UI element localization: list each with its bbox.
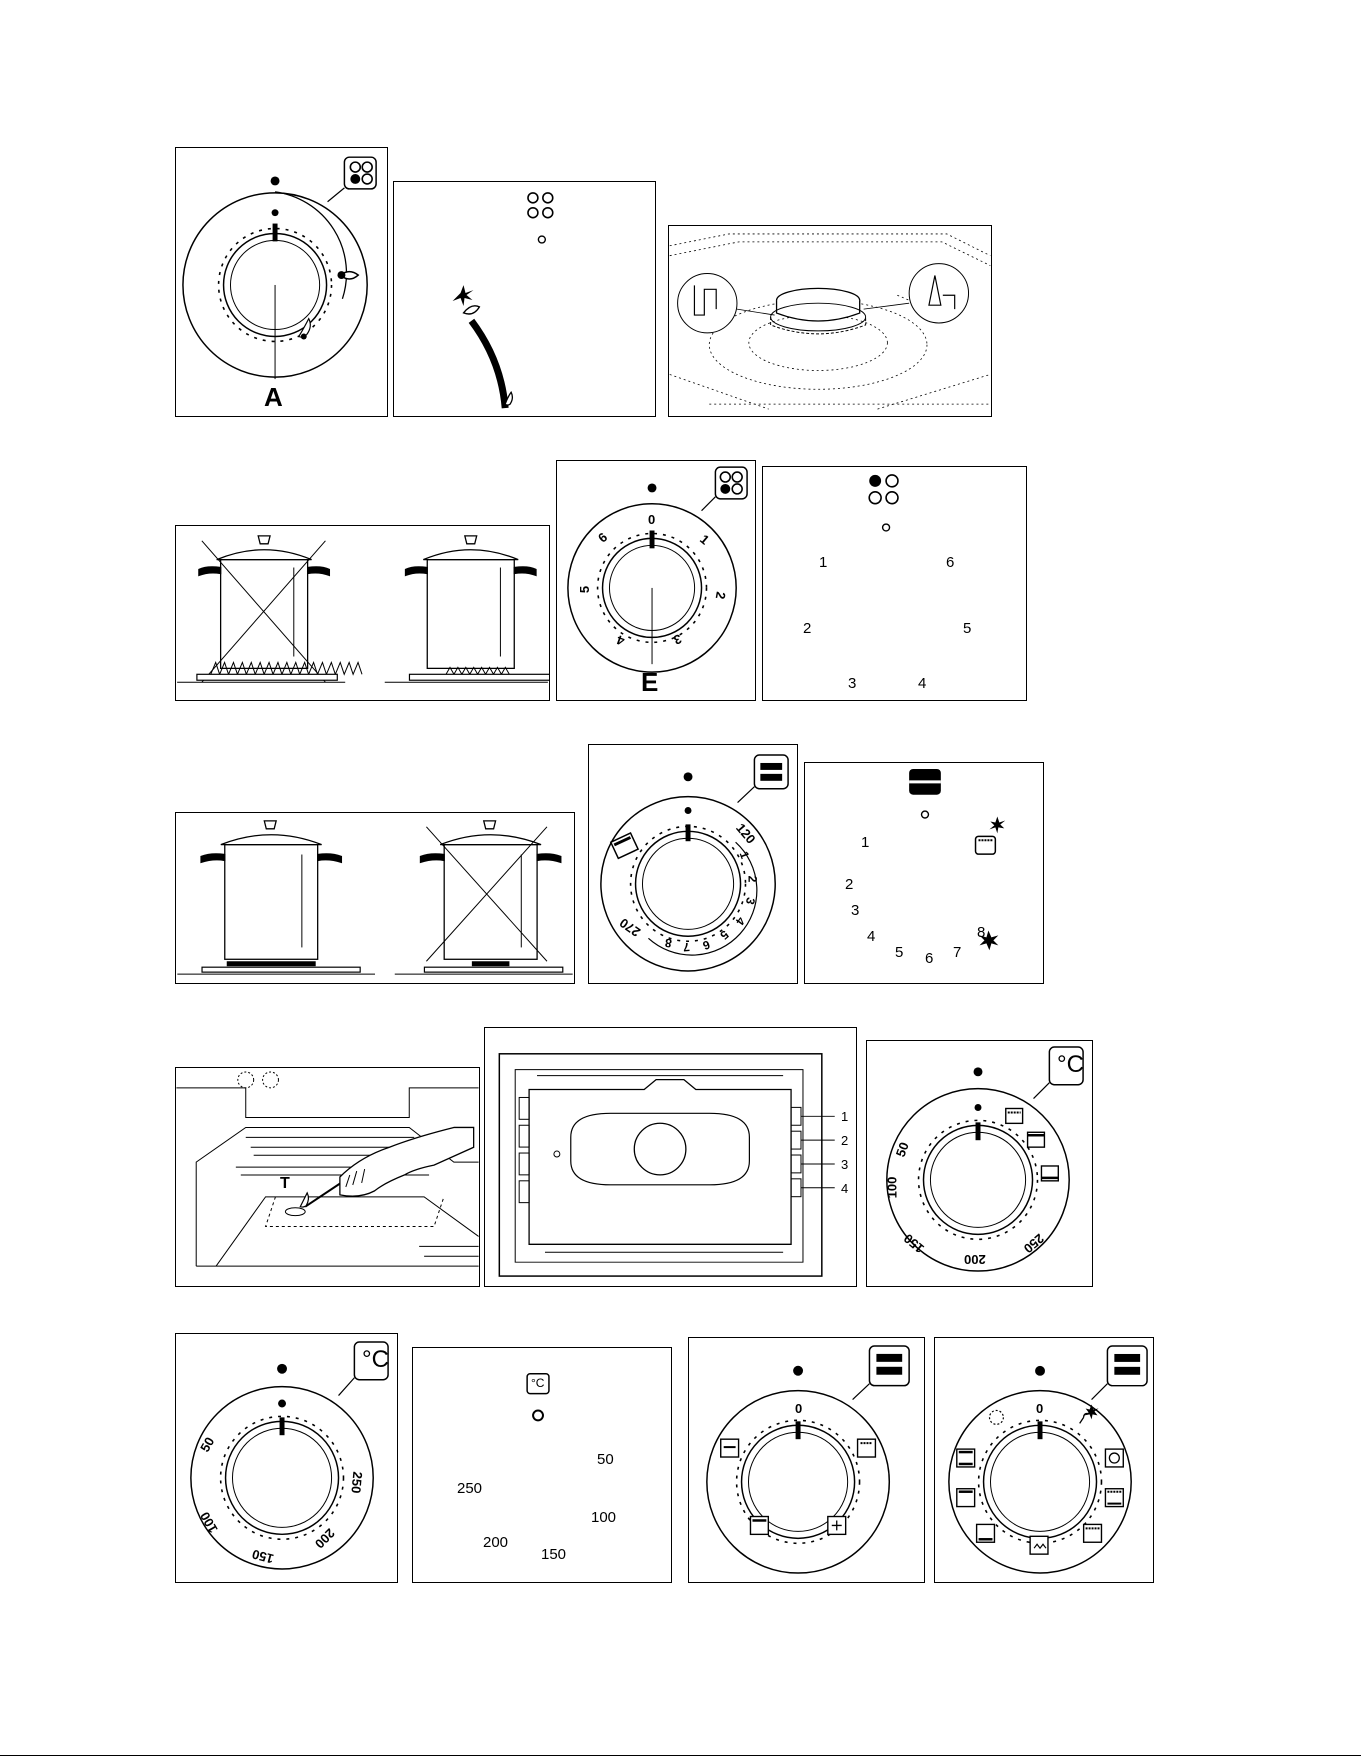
grill-legend-icon: [805, 763, 1043, 983]
knob-e-label: E: [641, 669, 658, 695]
panel-grill-timer-knob: 120 1 2 3 4 5 6 7 8 270: [588, 744, 798, 984]
timer-scale-7: 7: [682, 941, 690, 954]
pan-base-fit-figure: [176, 813, 574, 983]
pan-flame-size-figure: [176, 526, 549, 700]
grill-legend-4: 4: [867, 929, 875, 944]
thermostat-legend-250: 250: [457, 1481, 482, 1496]
panel-oven-shelf-positions: 1 2 3 4: [484, 1027, 857, 1287]
grill-legend-2: 2: [845, 877, 853, 892]
legend-number-3: 3: [848, 676, 856, 691]
burner-knob-e-figure: [557, 461, 755, 700]
oven-probe-figure: [176, 1068, 479, 1286]
burner-setting-legend-icon: [763, 467, 1026, 700]
grill-legend-7: 7: [953, 945, 961, 960]
grill-legend-6: 6: [925, 951, 933, 966]
panel-burner-knob-a: A: [175, 147, 388, 417]
legend-number-4: 4: [918, 676, 926, 691]
panel-pan-base-fit: [175, 812, 575, 984]
thermostat1-scale-100: 100: [885, 1177, 898, 1199]
thermostat2-scale-250: 250: [349, 1471, 364, 1494]
thermostat-legend-200: 200: [483, 1535, 508, 1550]
panel-function-selector-1: 0: [688, 1337, 925, 1583]
panel-pan-flame-size: [175, 525, 550, 701]
legend-number-1: 1: [819, 555, 827, 570]
panel-grill-legend: 1 2 3 4 5 6 7 8: [804, 762, 1044, 984]
ignition-legend-figure: [394, 182, 655, 416]
panel-thermostat-knob-2: °C 50 100 150 200 250: [175, 1333, 398, 1583]
page-bottom-rule: [0, 1755, 1361, 1756]
panel-ignition-legend: [393, 181, 656, 417]
panel-oven-probe: T: [175, 1067, 480, 1287]
function-selector-2-figure: [935, 1338, 1153, 1582]
thermostat-legend-50: 50: [597, 1452, 614, 1467]
shelf-number-1: 1: [841, 1110, 848, 1123]
thermostat-legend-150: 150: [541, 1547, 566, 1562]
panel-burner-setting-legend: 1 2 3 4 5 6: [762, 466, 1027, 701]
knob-e-scale-0: 0: [648, 513, 655, 526]
legend-number-2: 2: [803, 621, 811, 636]
thermostat1-scale-200: 200: [964, 1253, 986, 1266]
grill-legend-1: 1: [861, 835, 869, 850]
grill-legend-5: 5: [895, 945, 903, 960]
burner-assembly-figure: [669, 226, 991, 416]
panel-function-selector-2: 0: [934, 1337, 1154, 1583]
panel-thermostat-legend: °C 50 250 100 200 150: [412, 1347, 672, 1583]
thermostat-legend-deg-c: °C: [531, 1377, 544, 1389]
knob-e-scale-5: 5: [578, 586, 591, 593]
panel-thermostat-knob-1: °C 50 100 150 200 250: [866, 1040, 1093, 1287]
selector1-zero: 0: [795, 1402, 802, 1415]
knob-a-label: A: [264, 384, 283, 410]
legend-number-5: 5: [963, 621, 971, 636]
thermostat-legend-100: 100: [591, 1510, 616, 1525]
grill-legend-8: 8: [977, 925, 985, 940]
shelf-number-2: 2: [841, 1134, 848, 1147]
thermostat2-deg-c-icon: °C: [362, 1348, 389, 1372]
shelf-number-3: 3: [841, 1158, 848, 1171]
selector2-zero: 0: [1036, 1402, 1043, 1415]
shelf-number-4: 4: [841, 1182, 848, 1195]
timer-scale-2: 2: [746, 876, 758, 883]
probe-label: T: [280, 1176, 290, 1192]
grill-legend-3: 3: [851, 903, 859, 918]
burner-knob-a-figure: [176, 148, 387, 416]
panel-burner-knob-e: 0 1 2 3 4 5 6 E: [556, 460, 756, 701]
panel-burner-assembly: [668, 225, 992, 417]
thermostat1-deg-c-icon: °C: [1057, 1053, 1084, 1077]
function-selector-1-figure: [689, 1338, 924, 1582]
legend-number-6: 6: [946, 555, 954, 570]
grill-timer-knob-figure: [589, 745, 797, 983]
oven-shelf-positions-figure: [485, 1028, 856, 1286]
